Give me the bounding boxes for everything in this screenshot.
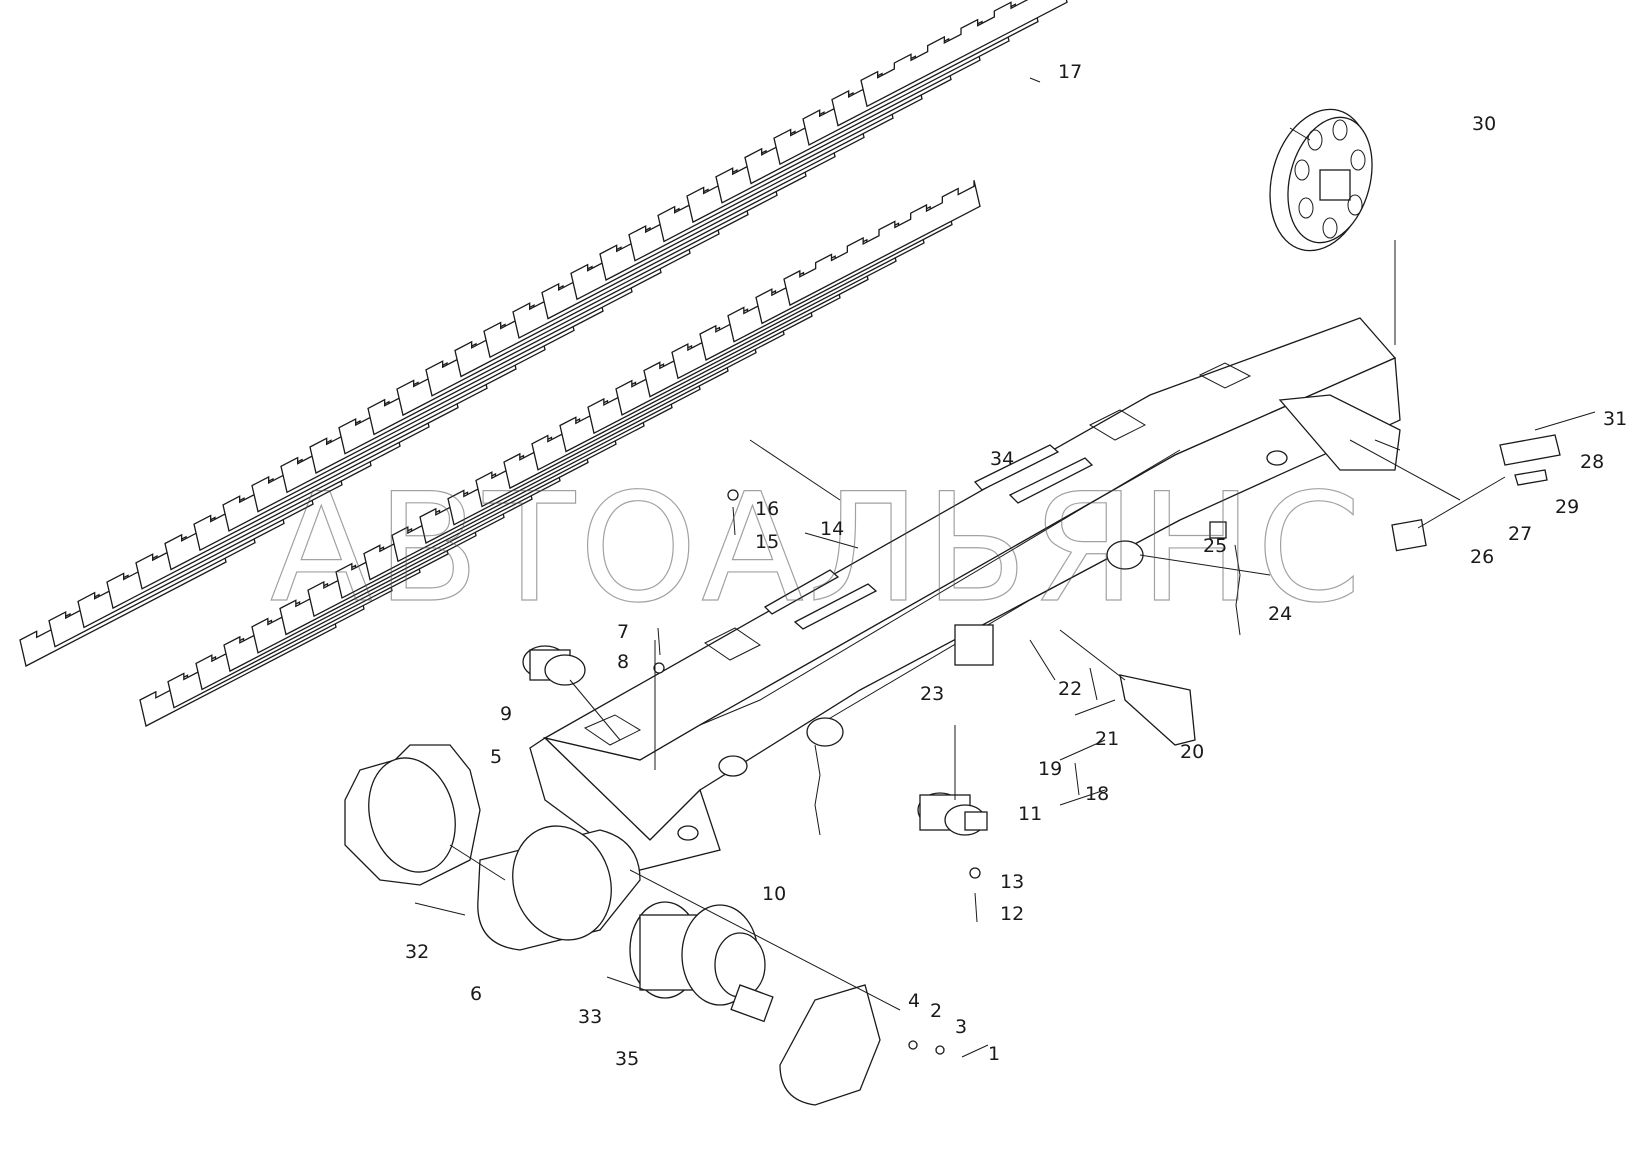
callout-16: 16 <box>755 498 779 520</box>
pin-19 <box>1074 762 1080 796</box>
callout-3: 3 <box>955 1016 967 1038</box>
callout-12: 12 <box>1000 903 1024 925</box>
track-shoe <box>783 180 981 307</box>
callout-7: 7 <box>617 621 629 643</box>
callout-23: 23 <box>920 683 944 705</box>
sprocket-ring <box>344 744 481 886</box>
callout-13: 13 <box>1000 871 1024 893</box>
callout-27: 27 <box>1508 523 1532 545</box>
bracket-34b <box>1008 457 1094 504</box>
callout-1: 1 <box>988 1043 1000 1065</box>
frame-boss-left <box>806 717 844 747</box>
callout-4: 4 <box>908 990 920 1012</box>
sprocket-housing-bore <box>512 825 612 941</box>
callout-33: 33 <box>578 1006 602 1028</box>
pin-21 <box>1074 699 1116 716</box>
bolt-32 <box>414 902 466 916</box>
callout-18: 18 <box>1085 783 1109 805</box>
callout-17: 17 <box>1058 61 1082 83</box>
callout-5: 5 <box>490 746 502 768</box>
cover-plate <box>779 984 881 1106</box>
track-frame <box>477 317 1401 951</box>
track-shoe <box>860 0 1068 108</box>
track-shoes <box>19 0 1068 727</box>
frame-top-window-4 <box>583 714 642 746</box>
callout-35: 35 <box>615 1048 639 1070</box>
chain-24 <box>1234 544 1241 636</box>
track-chain <box>19 0 1068 727</box>
chain-left <box>814 744 821 836</box>
final-drive-shaft <box>730 984 774 1023</box>
washer-13 <box>969 867 981 879</box>
callout-21: 21 <box>1095 728 1119 750</box>
bolt-7 <box>657 627 661 656</box>
callout-29: 29 <box>1555 496 1579 518</box>
callout-11: 11 <box>1018 803 1042 825</box>
frame-rear-box <box>529 737 721 871</box>
track-roller-shaft <box>964 811 988 831</box>
callout-19: 19 <box>1038 758 1062 780</box>
callout-31: 31 <box>1603 408 1627 430</box>
washer-3 <box>935 1045 945 1055</box>
frame-hole-idler <box>1266 450 1288 466</box>
pin-31 <box>1534 411 1596 431</box>
plate-23 <box>954 624 994 666</box>
callout-22: 22 <box>1058 678 1082 700</box>
track-roller <box>917 792 988 836</box>
final-drive <box>629 901 774 1023</box>
pin-18 <box>1059 789 1106 806</box>
callout-24: 24 <box>1268 603 1292 625</box>
callout-8: 8 <box>617 651 629 673</box>
callout-9: 9 <box>500 703 512 725</box>
bracket-34a <box>973 444 1060 491</box>
frame-top-window-3 <box>1198 362 1252 389</box>
carrier-roller <box>522 645 586 686</box>
lever-20 <box>1119 674 1196 746</box>
callout-30: 30 <box>1472 113 1496 135</box>
frame-hole-10b <box>677 825 699 841</box>
callout-6: 6 <box>470 983 482 1005</box>
nut-16 <box>727 489 739 501</box>
callout-26: 26 <box>1470 546 1494 568</box>
tensioner-parts <box>414 411 1596 1058</box>
frame-top-window-2 <box>1088 409 1147 441</box>
bolt-12 <box>974 892 978 923</box>
bracket-34c <box>763 569 840 615</box>
frame-top-window-1 <box>704 627 761 661</box>
callout-14: 14 <box>820 518 844 540</box>
clip-25 <box>1209 521 1227 539</box>
watermark: АВТОАЛЬЯНС <box>270 462 1365 636</box>
pin-14 <box>804 532 859 549</box>
callout-labels: 1 2 3 4 5 6 7 8 9 10 11 12 13 14 15 16 1… <box>405 61 1627 1070</box>
bolt-15 <box>732 506 736 536</box>
washer-8 <box>653 662 665 674</box>
idler-wheel-holes <box>1294 119 1366 239</box>
callout-28: 28 <box>1580 451 1604 473</box>
frame-edge-line <box>699 449 1181 726</box>
sprocket-ring-bore <box>368 757 456 873</box>
idler-wheel <box>1269 108 1373 252</box>
bolt-33 <box>606 976 646 991</box>
idler-wheel-hub <box>1319 169 1351 201</box>
tensioner-rod <box>1417 476 1506 529</box>
tensioner-plate-28 <box>1499 434 1561 466</box>
callout-20: 20 <box>1180 741 1204 763</box>
bracket-34d <box>793 583 878 630</box>
callout-34: 34 <box>990 448 1014 470</box>
callout-32: 32 <box>405 941 429 963</box>
callout-2: 2 <box>930 1000 942 1022</box>
pin-22 <box>1089 667 1098 701</box>
tensioner-plate-29 <box>1514 469 1548 486</box>
washer-2 <box>908 1040 918 1050</box>
bolt-1 <box>961 1044 989 1058</box>
leader-lines <box>449 77 1461 1011</box>
frame-hole-10 <box>718 755 748 777</box>
callout-15: 15 <box>755 531 779 553</box>
callout-25: 25 <box>1203 535 1227 557</box>
carrier-roller-end <box>544 654 586 686</box>
tensioner-cylinder <box>1391 519 1427 552</box>
callout-10: 10 <box>762 883 786 905</box>
